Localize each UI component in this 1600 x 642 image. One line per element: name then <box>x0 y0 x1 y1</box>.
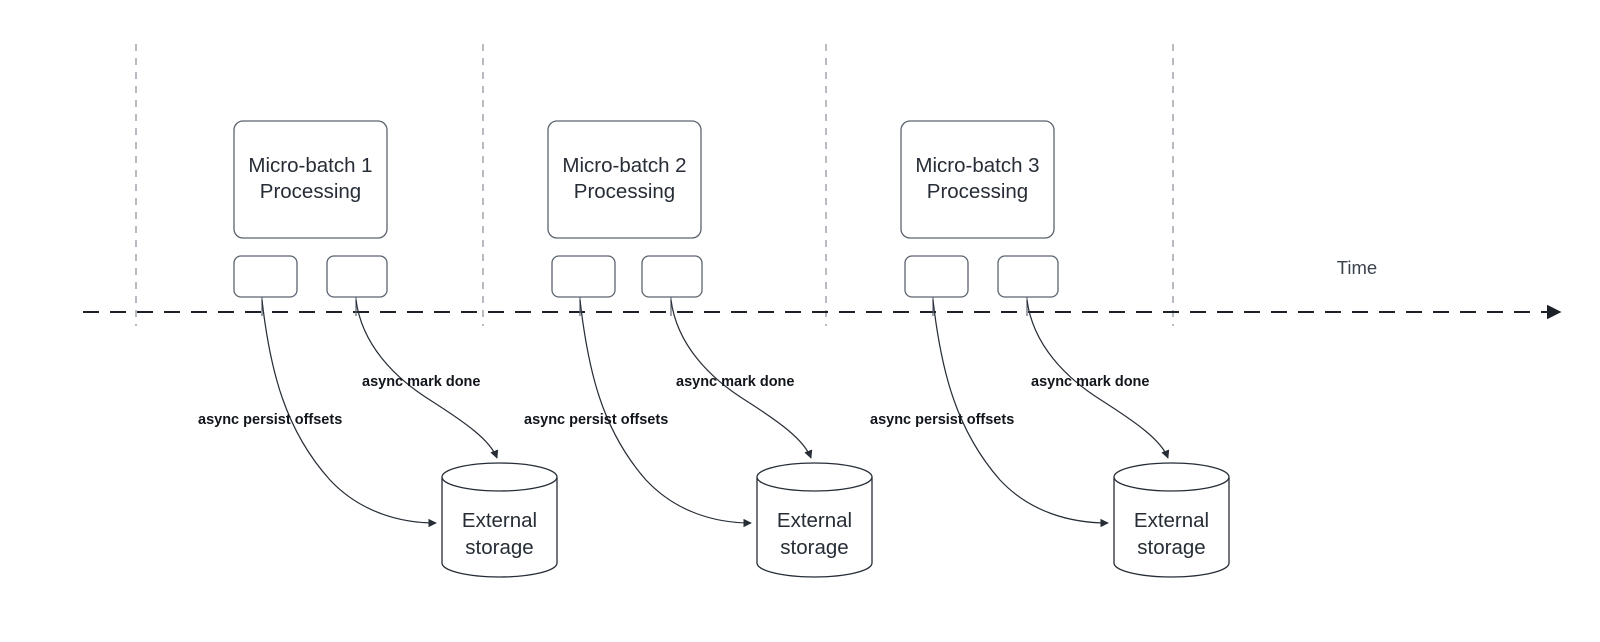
async-persist-offsets-label-2: async persist offsets <box>524 412 668 428</box>
external-storage-1-label-line2: storage <box>465 536 533 559</box>
external-storage-3-label-line1: External <box>1134 509 1209 532</box>
timeline-axis-label: Time <box>1337 257 1377 278</box>
microbatch-2-label-line2: Processing <box>574 180 675 203</box>
persist-offsets-arrow-3 <box>932 299 1109 528</box>
mark-done-arrow-2 <box>670 299 813 459</box>
timeline-axis: Time <box>83 257 1562 320</box>
microbatch-1-box[interactable] <box>233 120 388 239</box>
external-storage-3-body <box>1113 477 1230 578</box>
external-storage-2-top <box>756 462 873 492</box>
microbatch-2-label-line1: Micro-batch 2 <box>562 154 686 177</box>
external-storage-2-label-line1: External <box>777 509 852 532</box>
microbatch-3-box[interactable] <box>900 120 1055 239</box>
mark-done-arrow-3 <box>1026 299 1170 459</box>
async-persist-offsets-label-3: async persist offsets <box>870 412 1014 428</box>
external-storage-3[interactable]: External storage <box>1113 462 1230 578</box>
external-storage-1-label-line1: External <box>462 509 537 532</box>
external-storage-1-body <box>441 477 558 578</box>
external-storage-3-top <box>1113 462 1230 492</box>
microbatch-3-label-line2: Processing <box>927 180 1028 203</box>
microbatch-2-task-box-left[interactable] <box>551 255 616 298</box>
batch-group-2: Micro-batch 2 Processing External storag… <box>524 120 873 578</box>
external-storage-1-top <box>441 462 558 492</box>
microbatch-3-label-line1: Micro-batch 3 <box>915 154 1039 177</box>
boundary-lines <box>135 44 1174 326</box>
microbatch-1-task-box-right[interactable] <box>326 255 388 298</box>
persist-offsets-arrow-2 <box>579 299 752 528</box>
microbatch-2-box[interactable] <box>547 120 702 239</box>
microbatch-1-task-box-left[interactable] <box>233 255 298 298</box>
external-storage-3-label-line2: storage <box>1137 536 1205 559</box>
external-storage-2-body <box>756 477 873 578</box>
async-persist-offsets-label-1: async persist offsets <box>198 412 342 428</box>
external-storage-2-label-line2: storage <box>780 536 848 559</box>
async-mark-done-label-2: async mark done <box>676 374 794 390</box>
microbatch-3-task-box-right[interactable] <box>997 255 1059 298</box>
microbatch-1-label-line2: Processing <box>260 180 361 203</box>
microbatch-3-task-box-left[interactable] <box>904 255 969 298</box>
external-storage-2[interactable]: External storage <box>756 462 873 578</box>
batch-group-1: Micro-batch 1 Processing External storag… <box>198 120 558 578</box>
persist-offsets-arrow-1 <box>261 299 437 528</box>
external-storage-1[interactable]: External storage <box>441 462 558 578</box>
mark-done-arrow-1 <box>355 299 499 459</box>
microbatch-2-task-box-right[interactable] <box>641 255 703 298</box>
microbatch-1-label-line1: Micro-batch 1 <box>248 154 372 177</box>
async-mark-done-label-3: async mark done <box>1031 374 1149 390</box>
async-mark-done-label-1: async mark done <box>362 374 480 390</box>
batch-group-3: Micro-batch 3 Processing External storag… <box>870 120 1230 578</box>
